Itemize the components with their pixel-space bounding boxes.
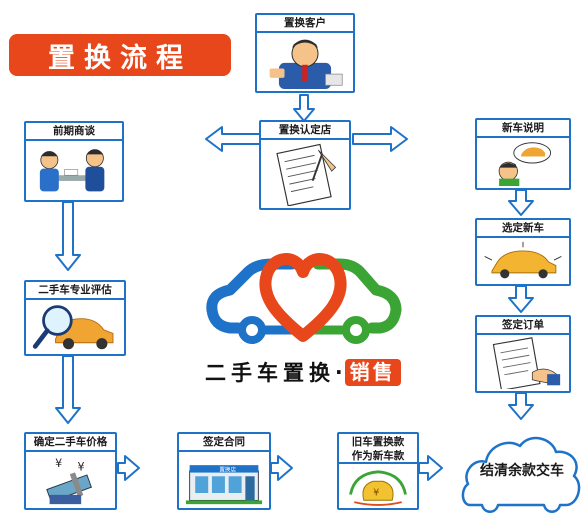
logo-text: 二手车置换 · 销售: [205, 358, 401, 386]
hammer-money-icon: ¥ ¥: [28, 454, 113, 506]
step-select-label: 选定新车: [477, 220, 569, 238]
store-sign-text: 置换店: [219, 466, 236, 474]
logo-main-text: 二手车置换: [205, 361, 335, 385]
money-bag-icon: ¥: [341, 466, 415, 506]
step-appraise: 二手车专业评估: [24, 280, 126, 356]
step-explain-label: 新车说明: [477, 120, 569, 138]
arrow-price-to-contract: [117, 455, 140, 481]
step-contract: 签定合同 置换店: [177, 432, 271, 510]
magnifier-car-icon: [28, 302, 122, 352]
step-price-label: 确定二手车价格: [26, 434, 115, 452]
step-explain: 新车说明: [475, 118, 571, 190]
arrow-appraise-to-price: [55, 355, 81, 424]
step-store-label: 置换认定店: [261, 122, 349, 140]
step-customer: 置换客户: [255, 13, 355, 93]
logo-graphic: [200, 240, 406, 350]
step-payment-line1: 旧车置换款: [351, 436, 405, 448]
step-customer-label: 置换客户: [257, 15, 353, 33]
step-payment-label: 旧车置换款 作为新车款: [339, 434, 417, 464]
arrow-order-to-final: [508, 392, 534, 420]
step-payment-line2: 作为新车款: [351, 450, 405, 462]
logo-sale-badge: 销售: [344, 358, 401, 386]
svg-text:¥: ¥: [373, 487, 379, 498]
step-order-label: 签定订单: [477, 317, 569, 335]
arrow-store-horizontal: [205, 126, 261, 152]
person-thinking-icon: [479, 140, 567, 186]
step-payment: 旧车置换款 作为新车款 ¥: [337, 432, 419, 510]
meeting-icon: [28, 143, 120, 198]
step-appraise-label: 二手车专业评估: [26, 282, 124, 300]
document-pen-icon: [263, 142, 347, 206]
store-building-icon: 置换店: [181, 454, 267, 506]
step-contract-label: 签定合同: [179, 434, 269, 452]
signing-document-icon: [479, 337, 567, 389]
arrow-payment-to-final: [418, 455, 443, 481]
svg-text:¥: ¥: [55, 457, 62, 470]
step-negotiate-label: 前期商谈: [26, 123, 122, 141]
new-car-icon: [479, 240, 567, 282]
step-store: 置换认定店: [259, 120, 351, 210]
svg-text:¥: ¥: [77, 461, 84, 474]
step-order: 签定订单: [475, 315, 571, 393]
arrow-negotiate-to-appraise: [55, 201, 81, 271]
arrow-select-to-order: [508, 285, 534, 313]
arrow-explain-to-select: [508, 189, 534, 216]
businessman-icon: [259, 35, 351, 89]
page-title: 置换流程: [9, 34, 231, 76]
step-negotiate: 前期商谈: [24, 121, 124, 202]
step-final-label: 结清余款交车: [480, 463, 564, 479]
arrow-contract-to-payment: [270, 455, 293, 481]
logo-dot: ·: [335, 360, 343, 384]
step-select: 选定新车: [475, 218, 571, 286]
arrow-customer-to-store: [293, 94, 315, 122]
step-price: 确定二手车价格 ¥ ¥: [24, 432, 117, 510]
